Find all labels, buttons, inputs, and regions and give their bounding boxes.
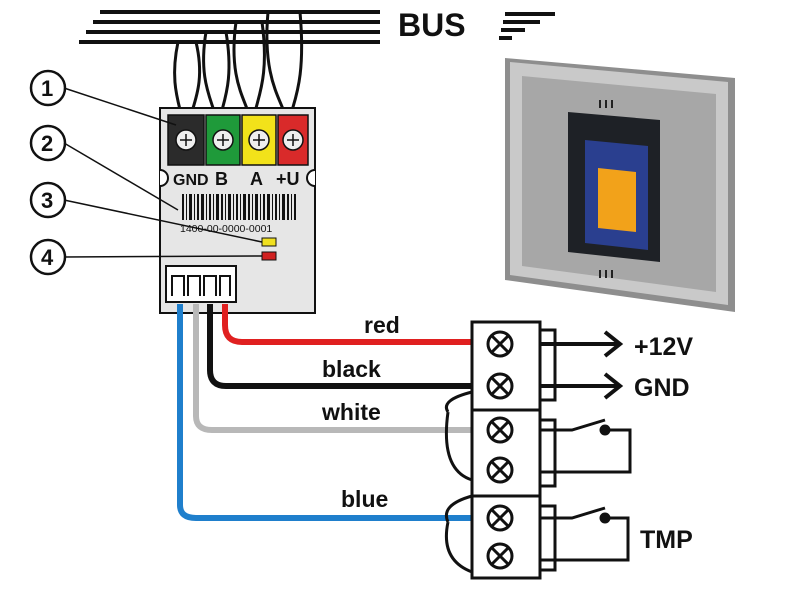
output-arrows	[540, 330, 624, 400]
bus-lines	[79, 10, 555, 44]
wire-blue	[177, 304, 472, 521]
terminal-block	[167, 114, 309, 166]
output-tmp: TMP	[640, 526, 693, 554]
terminal-strip	[444, 320, 557, 580]
wire-label-blue: blue	[341, 486, 388, 512]
barcode	[182, 194, 296, 220]
module-connector	[165, 265, 237, 303]
wires	[177, 304, 472, 521]
terminal-label-u: +U	[276, 169, 300, 189]
terminal-label-a: A	[250, 169, 263, 189]
arrow-right-icon	[540, 330, 624, 358]
bus-label: BUS	[398, 7, 466, 43]
output-gnd: GND	[634, 374, 690, 402]
terminal-label-gnd: GND	[173, 172, 209, 189]
svg-text:3: 3	[41, 188, 53, 213]
callouts: 1 2 3 4	[29, 69, 263, 276]
terminal-label-b: B	[215, 169, 228, 189]
relay-contacts	[540, 418, 632, 562]
callout-3: 3	[29, 181, 263, 243]
svg-text:1: 1	[41, 76, 53, 101]
svg-text:4: 4	[41, 245, 54, 270]
output-12v: +12V	[634, 333, 693, 361]
wire-label-red: red	[364, 312, 400, 338]
fingerprint-sensor	[598, 168, 636, 232]
led-red	[261, 251, 277, 261]
wire-label-white: white	[321, 399, 381, 425]
callout-4: 4	[29, 238, 263, 276]
screw-icon	[175, 129, 304, 151]
fingerprint-reader	[505, 58, 735, 312]
callout-1: 1	[29, 69, 177, 126]
svg-text:2: 2	[41, 131, 53, 156]
wire-black	[207, 304, 472, 389]
wire-label-black: black	[322, 356, 381, 382]
callout-2: 2	[29, 124, 179, 211]
serial-number: 1400-00-0000-0001	[180, 223, 272, 235]
bus-drop-wires	[173, 11, 304, 119]
led-yellow	[261, 237, 277, 247]
wire-red	[222, 304, 472, 345]
arrow-right-icon	[540, 372, 624, 400]
wire-white	[193, 304, 472, 433]
screw-icon	[486, 330, 514, 570]
